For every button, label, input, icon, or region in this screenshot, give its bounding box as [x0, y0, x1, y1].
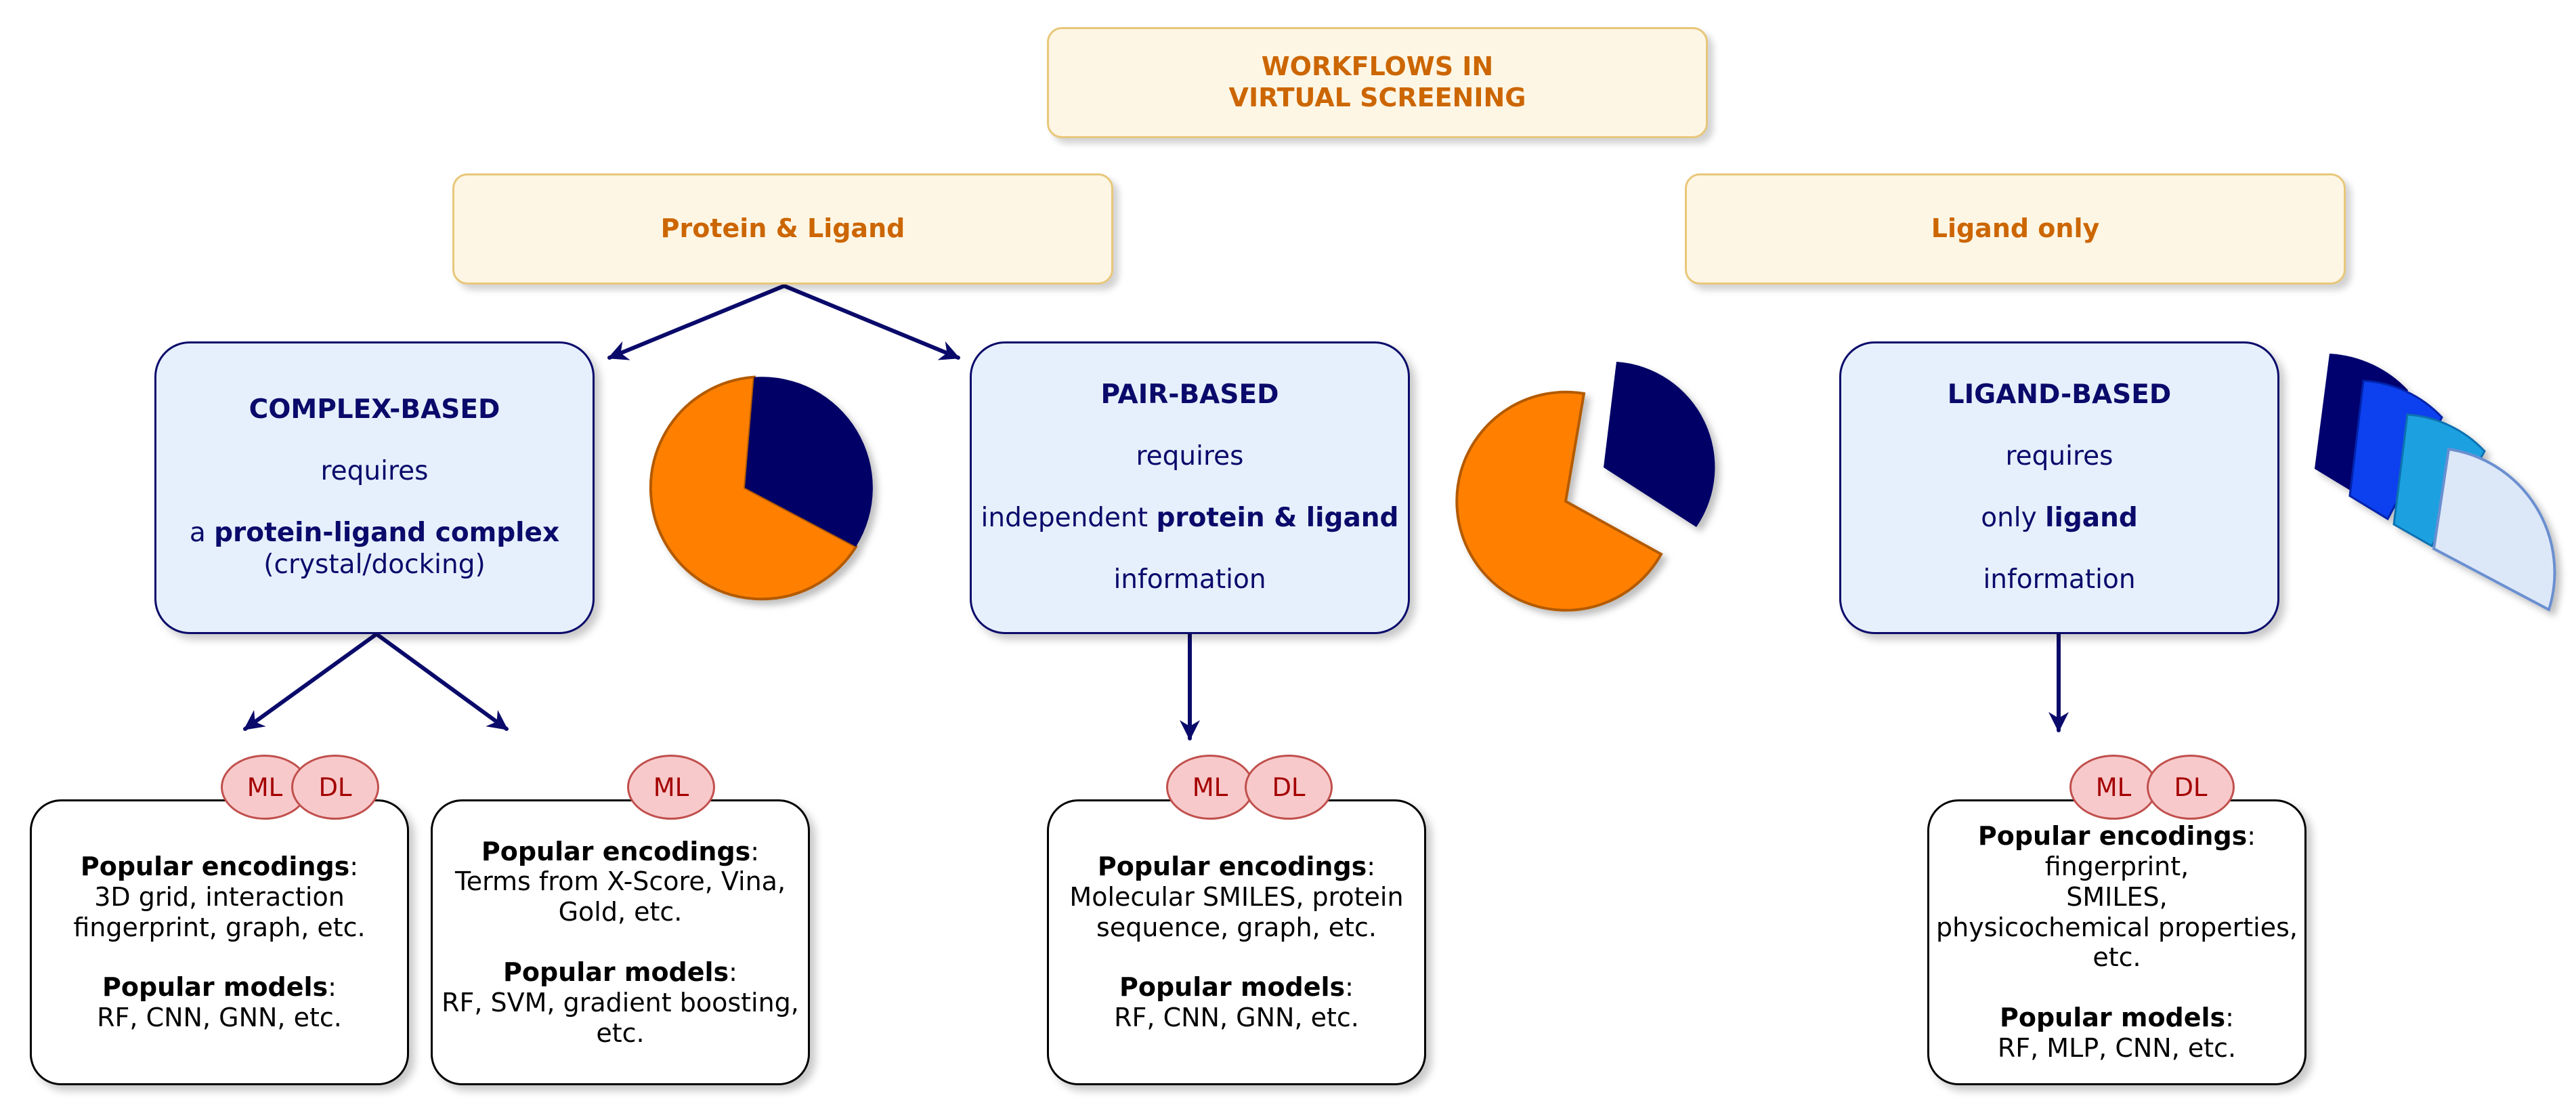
pie-pair-icon [1455, 362, 1715, 612]
ml-badge: ML [1166, 755, 1254, 820]
pair-box: Popular encodings: Molecular SMILES, pro… [1047, 799, 1426, 1085]
complex-dl-enc-label: Popular encodings [80, 851, 350, 881]
complex-ml-enc-label: Popular encodings [481, 836, 751, 866]
category-ligand-only: Ligand only [1685, 173, 2346, 285]
title-line-2: VIRTUAL SCREENING [1228, 83, 1526, 112]
pair-mod-line: RF, CNN, GNN, etc. [1114, 1003, 1359, 1033]
category-ligand-only-label: Ligand only [1931, 213, 2100, 244]
dl-badge: DL [291, 755, 379, 820]
dl-badge: DL [1245, 755, 1333, 820]
ligand-enc-line: SMILES, [2066, 881, 2168, 912]
ml-badge: ML [2069, 755, 2158, 820]
complex-based-requirement: a protein-ligand complex [190, 518, 559, 549]
pair-based-pre: independent [981, 503, 1157, 533]
ligand-based-requires: requires [2005, 441, 2113, 472]
ligand-box: Popular encodings: fingerprint, SMILES, … [1927, 799, 2306, 1085]
complex-ml-mod-line: RF, SVM, gradient boosting, [442, 987, 799, 1018]
pair-enc-label: Popular encodings [1097, 851, 1367, 881]
ligand-mod-label: Popular models [2000, 1003, 2226, 1033]
arrow-complex-to-ml-box [374, 632, 509, 731]
title-box: WORKFLOWS IN VIRTUAL SCREENING [1047, 27, 1708, 138]
complex-dl-mod-label: Popular models [102, 972, 328, 1003]
pair-based-info: information [1113, 564, 1266, 595]
complex-ml-box: Popular encodings: Terms from X-Score, V… [431, 799, 810, 1085]
ligand-based-bold: ligand [2045, 503, 2138, 533]
pair-based-title: PAIR-BASED [1100, 379, 1279, 411]
complex-dl-enc-line: fingerprint, graph, etc. [73, 912, 366, 942]
ligand-mod-line: RF, MLP, CNN, etc. [1997, 1033, 2237, 1064]
complex-based-note: (crystal/docking) [263, 549, 486, 580]
ligand-enc-line: fingerprint, [2044, 851, 2189, 881]
complex-based-pre: a [189, 518, 215, 548]
ligand-wedges-icon [2315, 354, 2556, 612]
complex-dl-box: Popular encodings: 3D grid, interaction … [30, 799, 409, 1085]
ligand-based-pre: only [1981, 503, 2046, 533]
complex-ml-mod-label: Popular models [503, 957, 729, 987]
dl-badge: DL [2147, 755, 2235, 820]
pair-based-bold: protein & ligand [1156, 503, 1399, 533]
complex-based-box: COMPLEX-BASED requires a protein-ligand … [154, 341, 595, 634]
pair-mod-label: Popular models [1119, 972, 1346, 1003]
pair-based-requirement: independent protein & ligand [981, 503, 1399, 534]
pie-complex-icon [649, 375, 873, 601]
pair-based-box: PAIR-BASED requires independent protein … [970, 341, 1410, 634]
category-protein-ligand: Protein & Ligand [452, 173, 1113, 285]
ml-badge: ML [627, 755, 715, 820]
pair-enc-line: sequence, graph, etc. [1096, 912, 1377, 942]
title-line-1: WORKFLOWS IN [1261, 51, 1494, 82]
complex-based-requires: requires [320, 456, 429, 487]
ligand-enc-label: Popular encodings [1977, 821, 2248, 852]
complex-ml-enc-line: Gold, etc. [558, 897, 683, 927]
ligand-based-title: LIGAND-BASED [1947, 379, 2172, 411]
pair-enc-line: Molecular SMILES, protein [1069, 881, 1404, 912]
complex-dl-mod-line: RF, CNN, GNN, etc. [97, 1003, 342, 1033]
ligand-based-requirement: only ligand [1981, 503, 2138, 534]
arrow-to-complex-based [607, 284, 786, 360]
arrow-to-pair-based [782, 284, 960, 360]
complex-ml-enc-line: Terms from X-Score, Vina, [454, 866, 786, 897]
ligand-based-box: LIGAND-BASED requires only ligand inform… [1839, 341, 2279, 634]
complex-ml-mod-line: etc. [596, 1018, 645, 1048]
arrow-complex-to-dl-box [243, 632, 379, 731]
complex-based-title: COMPLEX-BASED [249, 394, 500, 425]
ligand-enc-line: physicochemical properties, [1936, 912, 2298, 942]
ligand-enc-line: etc. [2092, 942, 2141, 973]
category-protein-ligand-label: Protein & Ligand [660, 213, 905, 244]
complex-based-bold: protein-ligand complex [214, 518, 560, 548]
complex-dl-enc-line: 3D grid, interaction [94, 881, 345, 912]
pair-based-requires: requires [1136, 441, 1244, 472]
ligand-based-info: information [1983, 564, 2136, 595]
